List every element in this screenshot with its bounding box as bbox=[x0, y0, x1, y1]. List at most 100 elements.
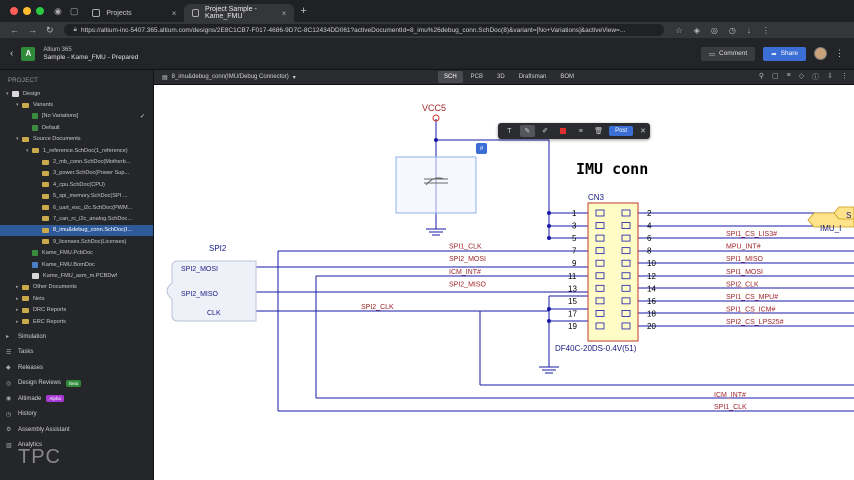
comment-pin-icon[interactable]: # bbox=[476, 143, 487, 154]
forward-icon[interactable]: → bbox=[28, 24, 37, 35]
tree-item[interactable]: 9_licenses.SchDoc(Licenses) bbox=[0, 236, 153, 247]
post-button[interactable]: Post bbox=[609, 126, 634, 136]
info-icon[interactable]: ⓘ bbox=[812, 74, 820, 81]
minimize-window-button[interactable] bbox=[23, 7, 31, 15]
annotation-highlight-box[interactable] bbox=[395, 156, 477, 214]
layers-icon[interactable]: ≡ bbox=[786, 72, 791, 79]
tab-sch[interactable]: SCH bbox=[438, 71, 463, 83]
line-width-icon[interactable]: ≡ bbox=[578, 127, 583, 135]
trash-icon[interactable]: 🗑︎ bbox=[594, 128, 604, 135]
tab-list-icon[interactable]: ▢ bbox=[69, 5, 79, 16]
tree-item[interactable]: Kame_FMU.PcbDoc bbox=[0, 247, 153, 258]
tree-item[interactable]: 8_imu&debug_conn.SchDoc(I... bbox=[0, 224, 153, 237]
tree-item[interactable]: ▸ERC Reports bbox=[0, 316, 153, 327]
maximize-window-button[interactable] bbox=[36, 7, 44, 15]
document-selector[interactable]: ▤ 8_imu&debug_conn(IMU/Debug Connector) … bbox=[162, 74, 296, 81]
sidebar-section-analytics[interactable]: ▥Analytics bbox=[0, 438, 153, 454]
menu-icon[interactable]: ⋮ bbox=[761, 25, 770, 35]
chevron-right-icon[interactable]: ▸ bbox=[16, 318, 19, 325]
tab-3d[interactable]: 3D bbox=[497, 74, 505, 80]
connector-pin-pad bbox=[621, 222, 631, 229]
tree-item[interactable]: ▸Other Documents bbox=[0, 282, 153, 293]
more-options-icon[interactable]: ⋮ bbox=[835, 48, 844, 58]
tab-label: Projects bbox=[106, 9, 132, 17]
tab-projects[interactable]: Projects × bbox=[84, 4, 184, 22]
close-window-button[interactable] bbox=[10, 7, 18, 15]
chevron-right-icon[interactable]: ▸ bbox=[16, 295, 19, 302]
tree-item[interactable]: 4_cpu.SchDoc(CPU) bbox=[0, 179, 153, 190]
tree-item[interactable]: ▸DRC Reports bbox=[0, 304, 153, 315]
extension-icon[interactable]: ◈ bbox=[693, 25, 700, 35]
reload-icon[interactable]: ↻ bbox=[46, 24, 54, 35]
chevron-right-icon[interactable]: ▸ bbox=[16, 307, 19, 314]
history-icon[interactable]: ◷ bbox=[728, 25, 736, 35]
sidebar-section-tasks[interactable]: ☰Tasks bbox=[0, 345, 153, 361]
address-bar[interactable]: 🔒︎ https://altium-inc-5407.365.altium.co… bbox=[63, 24, 664, 36]
sidebar-section-releases[interactable]: ◆Releases bbox=[0, 360, 153, 376]
schematic-drawing[interactable]: VCC5 IMU conn CN3 DF40C-20DS-0.4V(51) SP… bbox=[154, 85, 854, 480]
comment-button[interactable]: ▭ Comment bbox=[700, 46, 756, 61]
chevron-down-icon[interactable]: ▾ bbox=[16, 136, 19, 143]
sidebar-section-title: PROJECT bbox=[8, 78, 39, 84]
chevron-down-icon[interactable]: ▾ bbox=[6, 90, 9, 97]
section-label: Tasks bbox=[18, 349, 34, 356]
extension-icon[interactable]: ◎ bbox=[710, 25, 718, 35]
tree-item[interactable]: ▾Design bbox=[0, 88, 153, 99]
tree-item[interactable]: 3_power.SchDoc(Power Sup... bbox=[0, 168, 153, 179]
comments-icon[interactable]: ▢ bbox=[772, 73, 779, 80]
profile-icon[interactable]: ◉ bbox=[54, 5, 62, 16]
tree-item[interactable]: Kame_FMU.BomDoc bbox=[0, 259, 153, 270]
bookmark-icon[interactable]: ◇ bbox=[798, 73, 805, 80]
share-button[interactable]: ➦ Share bbox=[763, 46, 806, 61]
pen-tool-icon[interactable]: ✎ bbox=[519, 125, 535, 137]
sidebar-section-assembly-assistant[interactable]: ⚙Assembly Assistant bbox=[0, 422, 153, 438]
star-icon[interactable]: ☆ bbox=[675, 25, 683, 35]
sidebar-section-history[interactable]: ◷History bbox=[0, 407, 153, 423]
tree-item[interactable]: [No Variations]✓ bbox=[0, 111, 153, 122]
chevron-down-icon[interactable]: ▾ bbox=[26, 147, 29, 154]
net-label: MPU_INT# bbox=[726, 244, 761, 251]
chevron-down-icon[interactable]: ▾ bbox=[16, 102, 19, 109]
connector-pin-pad bbox=[621, 209, 631, 217]
port-label: SPI2_MISO bbox=[181, 291, 219, 298]
tree-item[interactable]: Default bbox=[0, 122, 153, 133]
tab-draftsman[interactable]: Draftsman bbox=[518, 74, 547, 80]
connector-body[interactable] bbox=[587, 202, 639, 342]
highlighter-icon[interactable]: ✐ bbox=[542, 128, 549, 135]
download-icon[interactable]: ↓ bbox=[746, 25, 751, 35]
altimade-icon: ◉ bbox=[6, 396, 12, 403]
tree-item[interactable]: ▸Nets bbox=[0, 293, 153, 304]
tree-item[interactable]: 6_uart_esc_i2c.SchDoc(PWM... bbox=[0, 202, 153, 213]
tree-item[interactable]: 2_mb_conn.SchDoc(Motherb... bbox=[0, 156, 153, 167]
tab-pcb[interactable]: PCB bbox=[470, 74, 484, 80]
filter-icon[interactable]: ⚲ bbox=[758, 73, 765, 80]
schdoc-icon bbox=[42, 216, 49, 222]
tree-item[interactable]: ▾Source Documents bbox=[0, 134, 153, 145]
tree-item[interactable]: 7_can_rc_i2c_analog.SchDoc... bbox=[0, 213, 153, 224]
close-tab-icon[interactable]: × bbox=[281, 8, 287, 18]
avatar[interactable] bbox=[814, 47, 827, 60]
close-icon[interactable]: ✕ bbox=[640, 128, 646, 135]
tab-bom[interactable]: BOM bbox=[560, 74, 575, 80]
close-tab-icon[interactable]: × bbox=[171, 8, 177, 18]
tree-item[interactable]: Kame_FMU_asm_m.PCBDwf bbox=[0, 270, 153, 281]
chevron-right-icon[interactable]: ▸ bbox=[16, 284, 19, 291]
text-tool-icon[interactable]: T bbox=[507, 127, 512, 135]
connector-pin-pad bbox=[621, 234, 631, 242]
tab-project-sample[interactable]: Project Sample - Kame_FMU × bbox=[184, 4, 295, 22]
tree-item[interactable]: ▾1_reference.SchDoc(1_reference) bbox=[0, 145, 153, 156]
bomdoc-icon bbox=[32, 261, 38, 268]
tree-item[interactable]: 5_spi_memory.SchDoc(SPI ... bbox=[0, 191, 153, 202]
schematic-canvas[interactable]: VCC5 IMU conn CN3 DF40C-20DS-0.4V(51) SP… bbox=[154, 85, 854, 480]
color-picker[interactable] bbox=[556, 125, 571, 137]
new-tab-button[interactable]: + bbox=[300, 5, 307, 17]
more-options-icon[interactable]: ⋮ bbox=[841, 73, 848, 80]
sidebar-section-simulation[interactable]: ▸Simulation bbox=[0, 329, 153, 345]
download-icon[interactable]: ⇩ bbox=[827, 73, 833, 80]
back-icon[interactable]: ← bbox=[10, 24, 19, 35]
tree-item[interactable]: ▾Variants bbox=[0, 99, 153, 110]
sheet-symbol-spi2[interactable] bbox=[166, 260, 257, 322]
back-arrow-icon[interactable]: ‹ bbox=[10, 48, 14, 59]
